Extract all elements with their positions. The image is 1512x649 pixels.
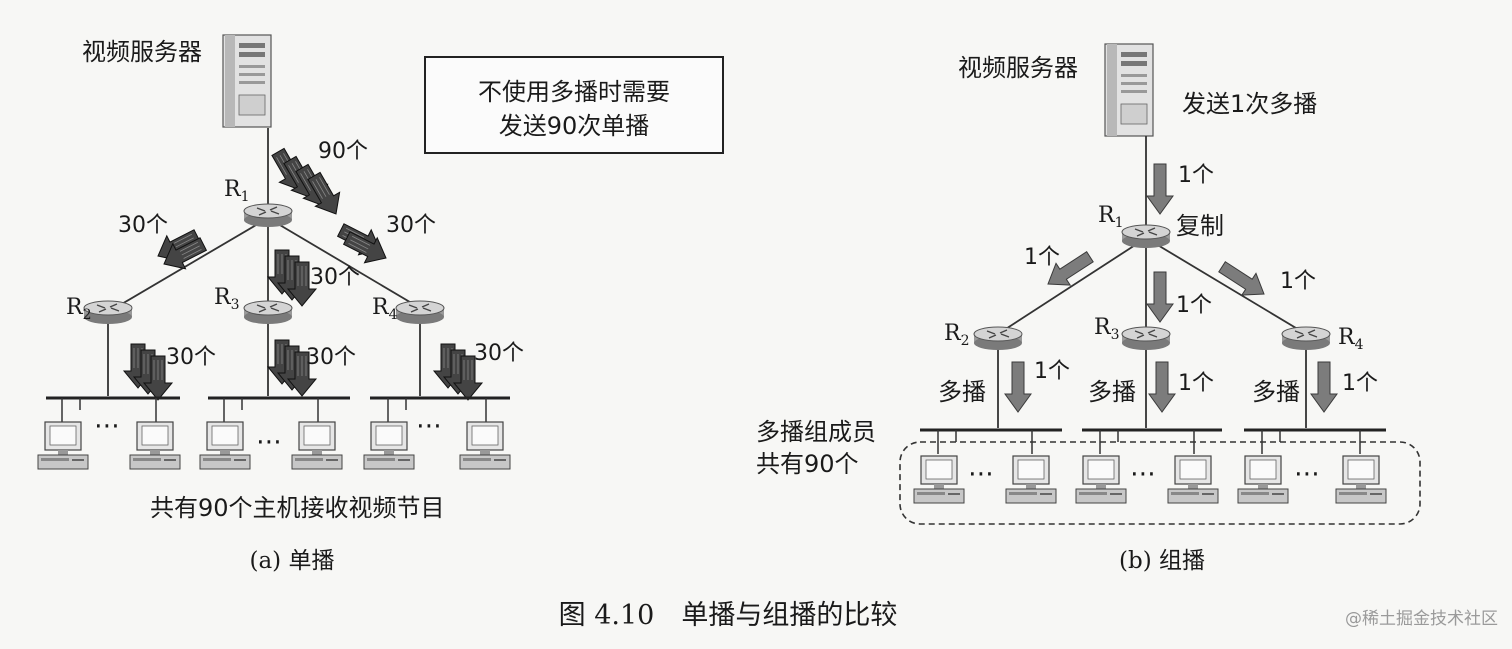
computer-icon — [363, 421, 415, 470]
multicast-group-box — [899, 441, 1421, 525]
router-r1-label: R1 — [224, 177, 250, 205]
ellipsis-a1: ⋯ — [94, 411, 120, 441]
watermark: @稀土掘金技术社区 — [1345, 609, 1498, 629]
panel-unicast: 视频服务器 不使用多播时需要 发送90次单播 R1 R2 R3 R4 — [37, 34, 724, 574]
router-icon — [243, 203, 293, 228]
count-30-r4-link: 30个 — [386, 213, 436, 238]
notice-box — [424, 56, 724, 154]
count-1-r3-link: 1个 — [1176, 293, 1212, 318]
router-r2-label: R2 — [66, 295, 92, 323]
router-icon — [1281, 326, 1331, 351]
computer-icon — [1075, 455, 1127, 504]
count-1-r2-link: 1个 — [1024, 245, 1060, 270]
router-icon — [243, 300, 293, 325]
computer-icon — [1335, 455, 1387, 504]
video-server-label-a: 视频服务器 — [82, 38, 202, 66]
arrow-icon — [1148, 361, 1176, 413]
count-1-lan2: 1个 — [1034, 359, 1070, 384]
count-1-lan4: 1个 — [1342, 371, 1378, 396]
arrow-icon — [1004, 361, 1032, 413]
count-1-lan3: 1个 — [1178, 371, 1214, 396]
network-links-a — [107, 128, 421, 396]
ellipsis-b2: ⋯ — [1130, 459, 1156, 489]
lan-drops-a — [61, 398, 487, 422]
computer-icon — [37, 421, 89, 470]
arrow-icon — [267, 249, 317, 307]
router-r1-label-b: R1 — [1098, 203, 1124, 231]
video-server-label-b: 视频服务器 — [958, 54, 1078, 82]
multicast-label-lan4: 多播 — [1252, 378, 1300, 406]
router-r3-label-b: R3 — [1094, 315, 1120, 343]
computer-icon — [291, 421, 343, 470]
router-icon — [1121, 326, 1171, 351]
copy-label: 复制 — [1176, 212, 1224, 240]
figure-caption: 图 4.10 单播与组播的比较 — [559, 600, 898, 631]
computer-icon — [1237, 455, 1289, 504]
count-30-r2-link: 30个 — [118, 213, 168, 238]
ellipsis-a3: ⋯ — [416, 411, 442, 441]
members-line1: 多播组成员 — [756, 418, 876, 446]
computer-icon — [913, 455, 965, 504]
multicast-label-lan2: 多播 — [938, 378, 986, 406]
arrow-icon — [123, 343, 173, 401]
count-90-label: 90个 — [318, 139, 368, 164]
count-30-lan2: 30个 — [166, 345, 216, 370]
computer-icon — [459, 421, 511, 470]
ellipsis-b3: ⋯ — [1294, 459, 1320, 489]
ellipsis-a2: ⋯ — [256, 427, 282, 457]
router-r3-label: R3 — [214, 285, 240, 313]
router-icon — [395, 300, 445, 325]
router-r4-label-b: R4 — [1338, 325, 1364, 353]
computer-icon — [1005, 455, 1057, 504]
count-30-lan4: 30个 — [474, 341, 524, 366]
computer-icon — [129, 421, 181, 470]
arrow-icon — [1146, 271, 1174, 323]
caption-a: (a) 单播 — [250, 548, 335, 574]
hosts-caption: 共有90个主机接收视频节目 — [150, 494, 445, 522]
members-line2: 共有90个 — [756, 450, 859, 478]
count-30-lan3: 30个 — [306, 345, 356, 370]
arrow-icon — [1310, 361, 1338, 413]
notice-line1: 不使用多播时需要 — [478, 78, 670, 106]
ellipsis-b1: ⋯ — [968, 459, 994, 489]
computer-icon — [1167, 455, 1219, 504]
server-icon — [222, 34, 272, 128]
router-icon — [1121, 224, 1171, 249]
panel-multicast: 视频服务器 发送1次多播 R1 R2 R3 R4 复制 1个 1个 1个 1个 — [756, 43, 1421, 574]
count-1-r4-link: 1个 — [1280, 269, 1316, 294]
router-icon — [973, 326, 1023, 351]
router-r4-label: R4 — [372, 295, 398, 323]
count-30-r3-link: 30个 — [310, 265, 360, 290]
arrow-icon — [1146, 163, 1174, 215]
arrow-icon — [1214, 255, 1272, 306]
server-icon — [1104, 43, 1154, 137]
multicast-label-lan3: 多播 — [1088, 378, 1136, 406]
computer-icon — [199, 421, 251, 470]
caption-b: (b) 组播 — [1119, 548, 1205, 574]
send-once-label: 发送1次多播 — [1182, 90, 1317, 118]
router-r2-label-b: R2 — [944, 321, 970, 349]
count-1-server-link: 1个 — [1178, 163, 1214, 188]
network-links-b — [997, 136, 1307, 428]
notice-line2: 发送90次单播 — [499, 112, 650, 140]
